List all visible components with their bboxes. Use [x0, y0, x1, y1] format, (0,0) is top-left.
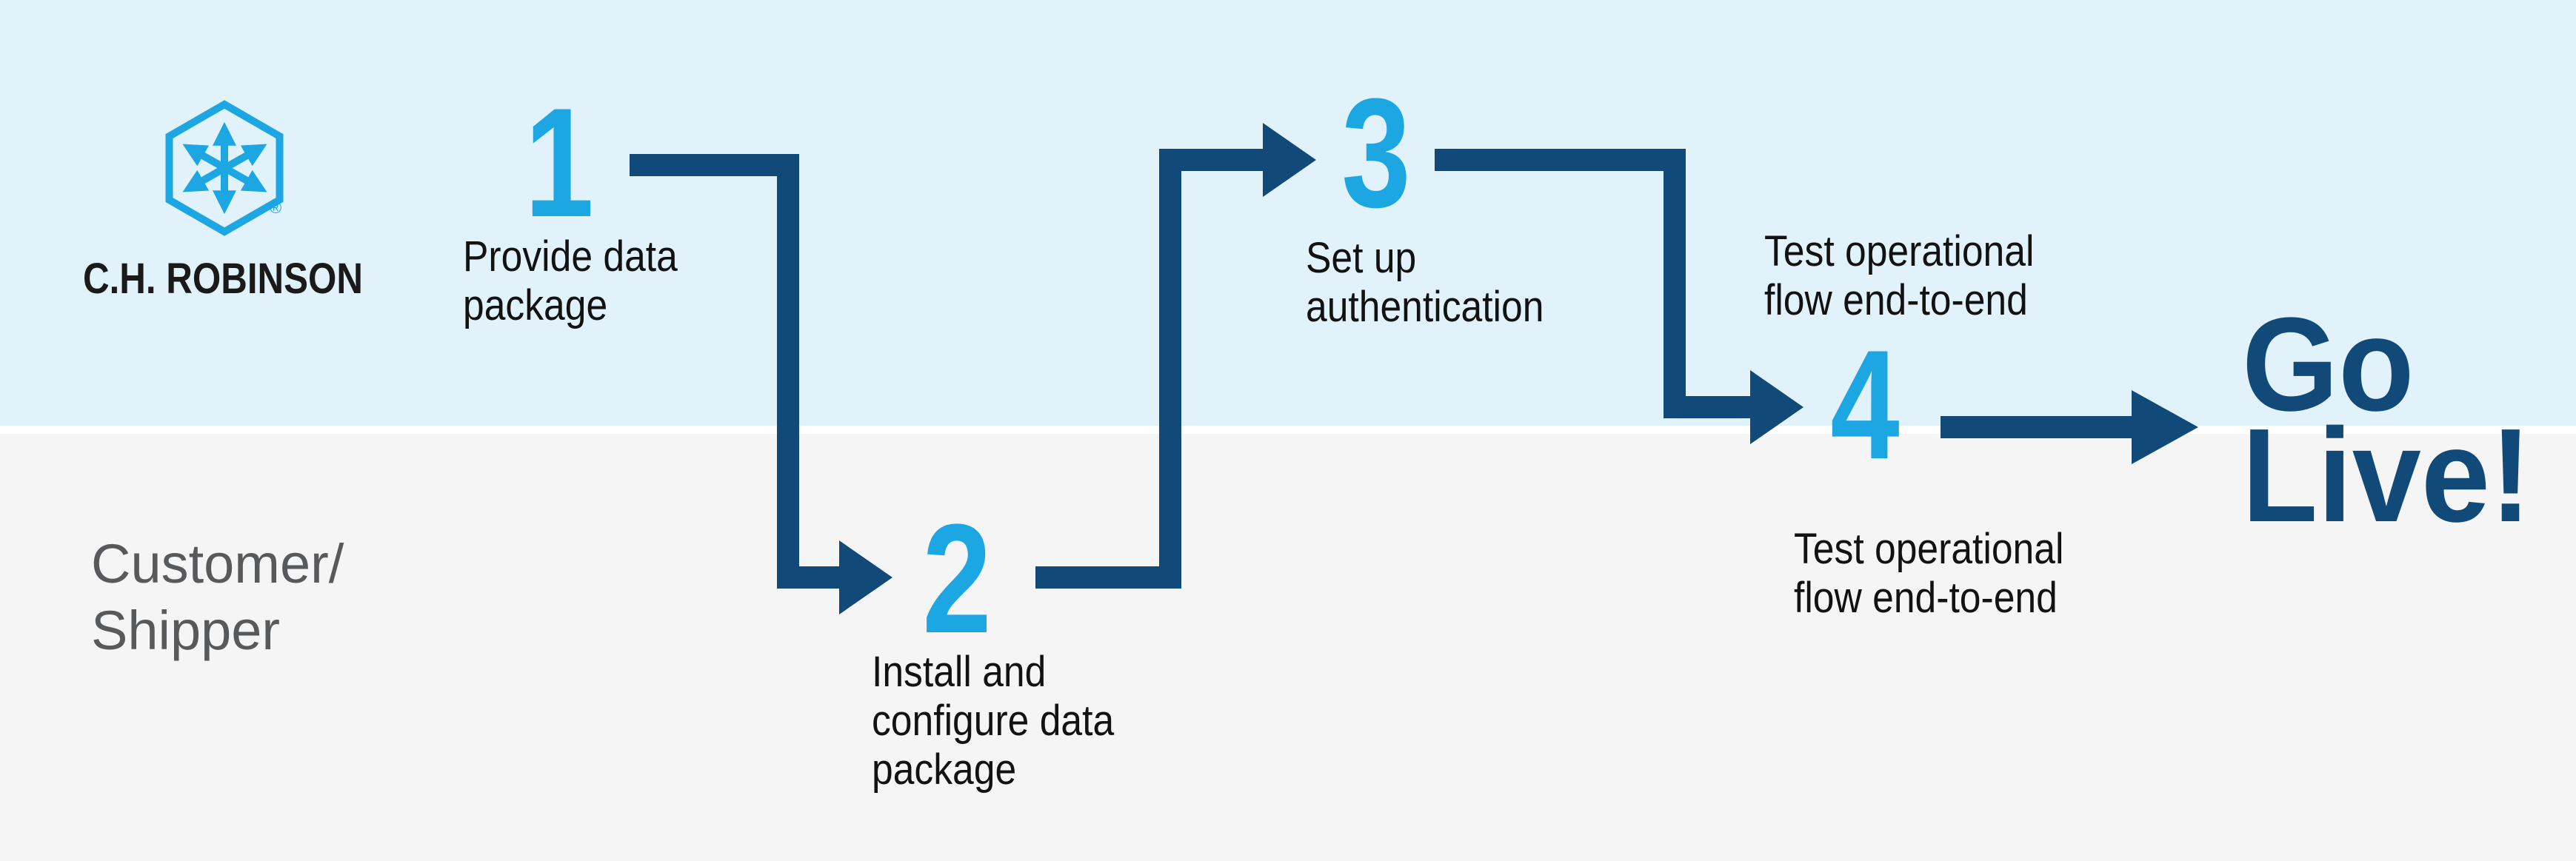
step-2-number: 2: [922, 492, 992, 666]
step-4-label-bottom: Test operational flow end-to-end: [1794, 525, 2064, 622]
step-3-label: Set up authentication: [1306, 234, 1544, 331]
chrobinson-lane: [0, 0, 2576, 426]
go-live-label: Go Live!: [2242, 290, 2532, 550]
customer-lane-label: Customer/ Shipper: [91, 533, 344, 661]
chr-hexagon-logo-icon: [165, 100, 284, 236]
step-4-label-top: Test operational flow end-to-end: [1764, 227, 2035, 324]
chr-wordmark: C.H. ROBINSON: [83, 255, 363, 303]
lane-divider: [0, 426, 2576, 434]
arrow-step2-to-step3: [1035, 123, 1316, 589]
step-1-number: 1: [524, 76, 594, 249]
step-1-label: Provide data package: [463, 232, 678, 329]
arrow-step1-to-step2: [630, 154, 892, 614]
step-2-label: Install and configure data package: [872, 648, 1115, 794]
registered-mark: ®: [270, 198, 282, 217]
step-4-number: 4: [1830, 318, 1900, 492]
customer-lane: [0, 434, 2576, 861]
arrow-step3-to-step4: [1435, 149, 1803, 444]
step-3-number: 3: [1341, 66, 1411, 240]
arrow-step4-to-golive: [1941, 390, 2198, 464]
